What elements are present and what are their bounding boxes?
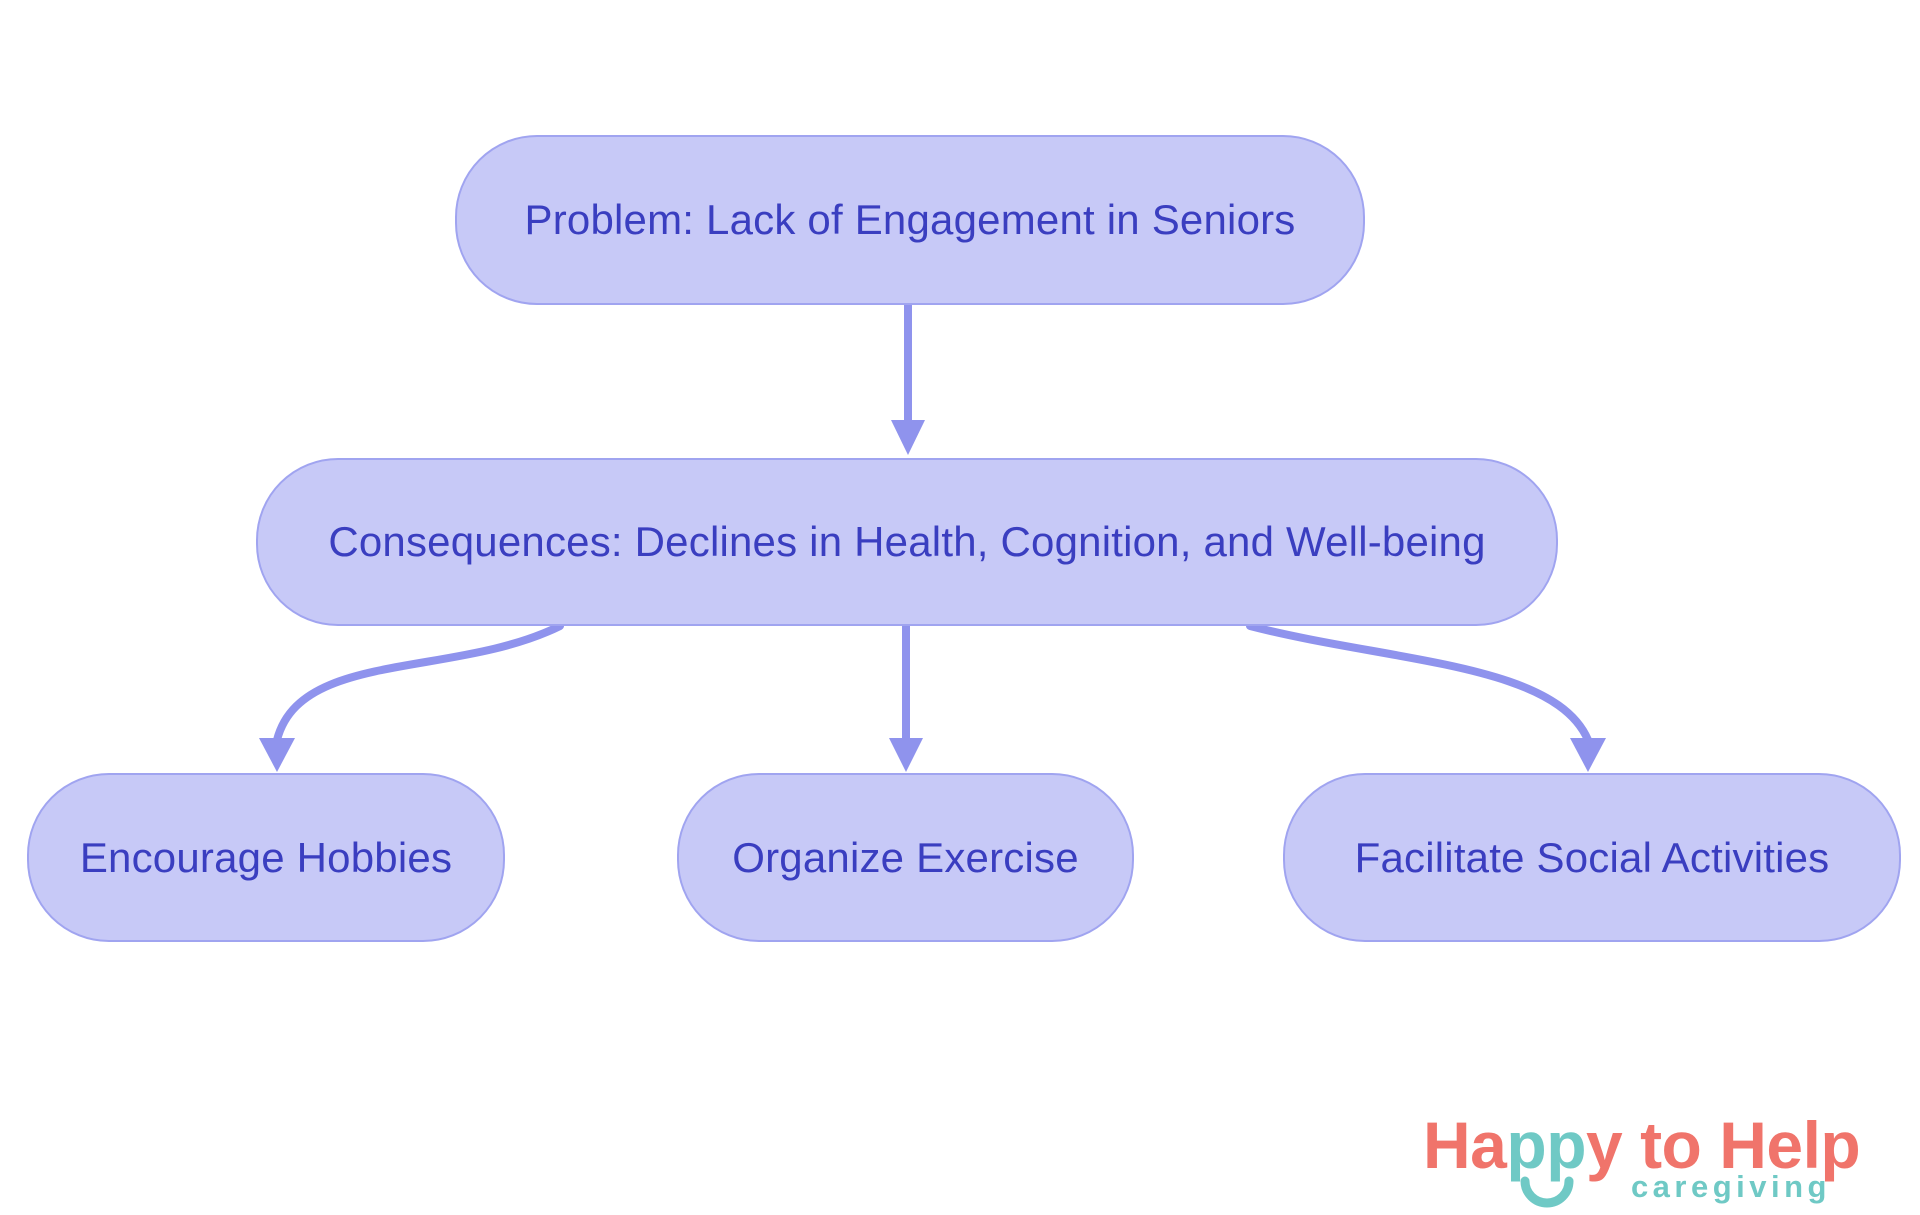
logo-wordmark-ha: Ha: [1423, 1108, 1507, 1182]
node-organize-exercise: Organize Exercise: [677, 773, 1134, 942]
node-consequences-label: Consequences: Declines in Health, Cognit…: [328, 518, 1486, 565]
logo-wordmark-to-help: to Help: [1622, 1108, 1861, 1182]
node-encourage-hobbies: Encourage Hobbies: [27, 773, 505, 942]
smile-icon: [1520, 1176, 1574, 1208]
logo-wordmark: Happy to Help: [1423, 1112, 1861, 1178]
node-facilitate-social-activities-label: Facilitate Social Activities: [1354, 833, 1830, 881]
node-problem: Problem: Lack of Engagement in Seniors: [455, 135, 1365, 305]
arrow-problem-to-consequences: [891, 300, 925, 455]
happy-to-help-logo: Happy to Help caregiving: [1423, 1112, 1861, 1215]
node-consequences: Consequences: Declines in Health, Cognit…: [256, 458, 1558, 626]
node-organize-exercise-label: Organize Exercise: [732, 833, 1079, 881]
logo-wordmark-pp-eyes: pp: [1506, 1108, 1587, 1182]
arrow-consequences-to-hobbies: [259, 622, 564, 772]
node-problem-label: Problem: Lack of Engagement in Seniors: [524, 196, 1296, 243]
node-facilitate-social-activities: Facilitate Social Activities: [1283, 773, 1901, 942]
node-encourage-hobbies-label: Encourage Hobbies: [79, 833, 453, 881]
logo-tagline: caregiving: [1630, 1169, 1831, 1204]
arrow-consequences-to-exercise: [889, 620, 923, 772]
logo-wordmark-y: y: [1586, 1108, 1623, 1182]
arrow-consequences-to-social: [1246, 622, 1606, 772]
